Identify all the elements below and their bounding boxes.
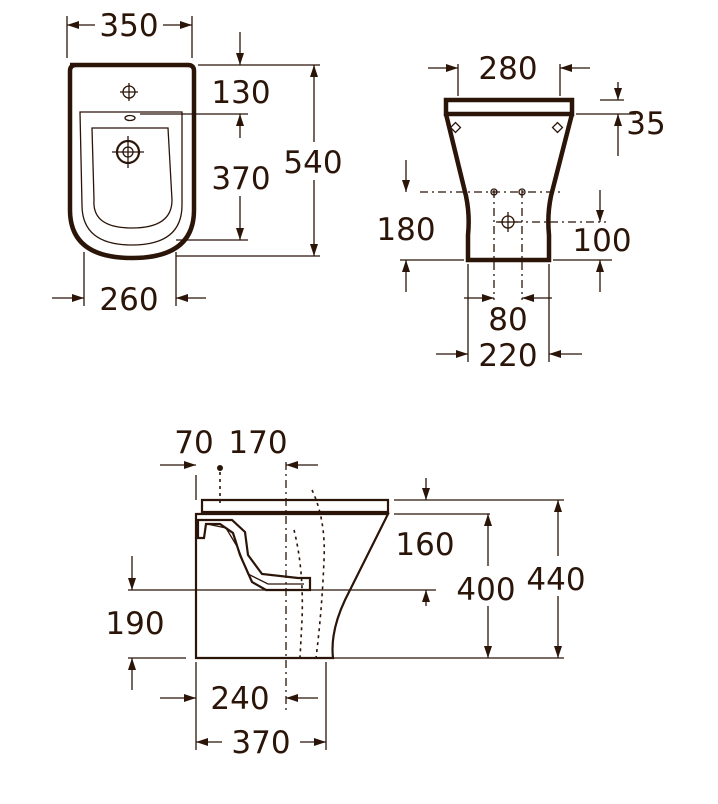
rear-view-seat [443, 97, 575, 117]
drain-icon [112, 136, 144, 168]
dim-370-top: 370 [211, 161, 270, 197]
dim-540: 540 [283, 145, 342, 181]
dim-220: 220 [478, 338, 537, 374]
top-view-outline [67, 62, 197, 261]
rear-view: 280 35 180 100 80 220 [376, 51, 665, 374]
side-view-trap [311, 489, 326, 659]
dim-160: 160 [395, 527, 454, 563]
dim-240: 240 [210, 681, 269, 717]
dim-190: 190 [105, 606, 164, 642]
dim-400: 400 [456, 572, 515, 608]
side-view-trap-inner [293, 529, 304, 659]
overflow-icon [124, 114, 136, 122]
seat-fixing-left-icon [449, 121, 462, 134]
side-view-seat [200, 498, 390, 514]
dim-260: 260 [99, 282, 158, 318]
dim-440: 440 [526, 562, 585, 598]
seat-fixing-right-icon [551, 121, 564, 134]
dim-80: 80 [488, 302, 527, 338]
dim-35: 35 [626, 106, 665, 142]
top-view: 350 130 370 540 260 [52, 8, 343, 318]
dim-180: 180 [376, 212, 435, 248]
tap-marker-icon [217, 465, 223, 471]
top-view-bowl-inner [91, 127, 173, 229]
side-view-bowl-inner [206, 523, 304, 585]
dim-130: 130 [211, 75, 270, 111]
dim-170: 170 [228, 425, 287, 461]
dim-280: 280 [478, 51, 537, 87]
dim-100: 100 [572, 223, 631, 259]
side-view: 70 170 160 400 440 190 240 [105, 425, 585, 761]
side-view-bowl [196, 518, 312, 592]
rear-view-body [443, 113, 575, 263]
dim-70: 70 [174, 425, 213, 461]
dim-370-side: 370 [231, 725, 290, 761]
side-view-body [194, 512, 390, 660]
dim-350: 350 [99, 8, 158, 44]
tap-hole-icon [120, 83, 138, 101]
top-view-bowl-outer [79, 111, 183, 246]
